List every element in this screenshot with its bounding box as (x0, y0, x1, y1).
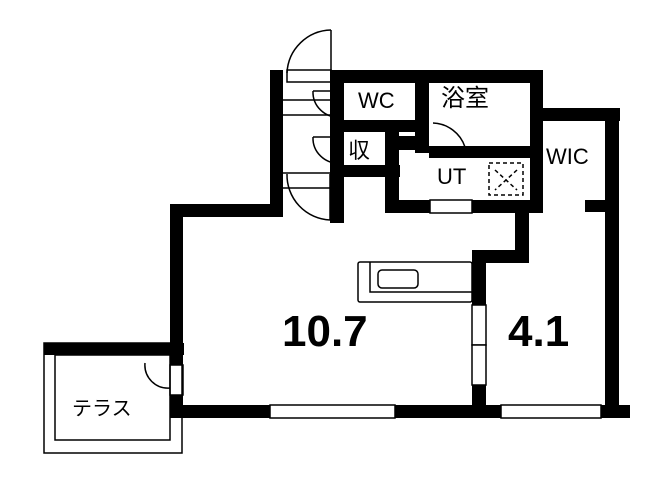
room-label-storage: 収 (348, 139, 371, 164)
walls (44, 70, 630, 418)
room-label-utility: UT (437, 164, 467, 189)
bedroom-area: 4.1 (508, 307, 570, 356)
room-label-wic: WIC (546, 144, 589, 169)
doors (43, 29, 473, 454)
washer-space (488, 162, 524, 196)
living-room-area: 10.7 (282, 307, 368, 356)
room-label-bath: 浴室 (441, 84, 489, 112)
room-label-terrace: テラス (72, 396, 132, 420)
windows (169, 199, 602, 419)
room-label-wc: WC (358, 88, 395, 113)
